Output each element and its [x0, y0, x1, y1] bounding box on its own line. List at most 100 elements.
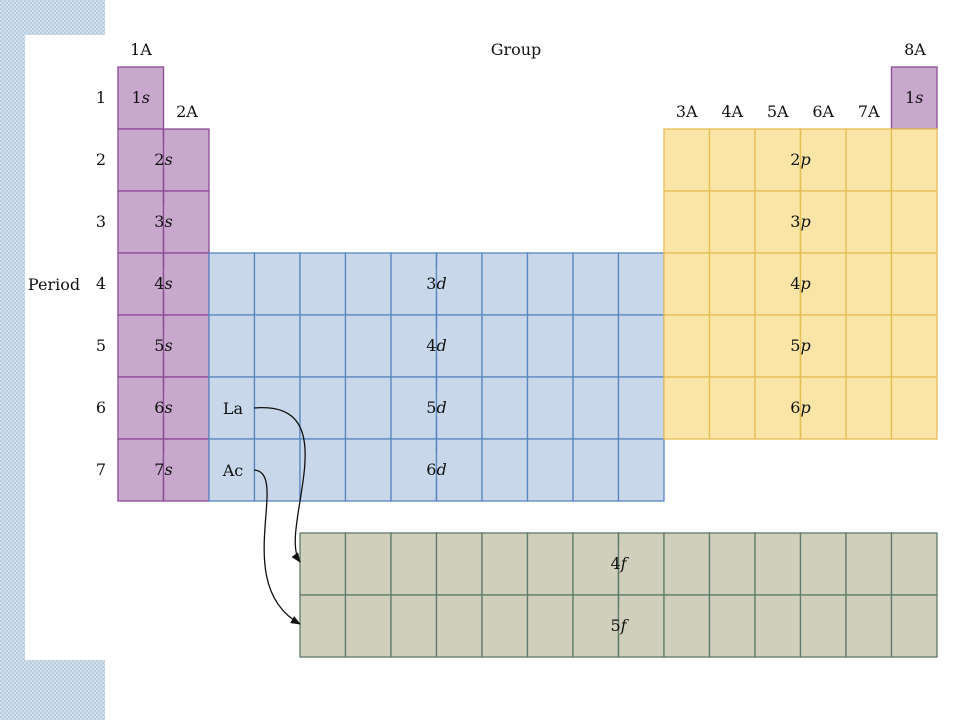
d-orbital-label: 3d — [426, 274, 446, 293]
d-cell — [208, 252, 256, 316]
f-cell — [663, 532, 711, 596]
d-cell — [299, 314, 347, 378]
d-cell — [526, 438, 574, 502]
d-cell — [481, 438, 529, 502]
s-cell — [162, 252, 210, 316]
p-group-label: 5A — [767, 102, 789, 121]
d-cell — [299, 252, 347, 316]
f-cell — [390, 594, 438, 658]
p-cell — [663, 128, 711, 192]
d-cell — [572, 376, 620, 440]
p-orbital-label: 5p — [790, 336, 810, 355]
s-cell — [117, 252, 165, 316]
d-cell — [253, 252, 301, 316]
p-cell — [663, 376, 711, 440]
d-orbital-label: 4d — [426, 336, 446, 355]
d-cell — [526, 252, 574, 316]
d-cell — [617, 376, 665, 440]
s-orbital-label: 7s — [154, 460, 172, 479]
d-cell — [344, 376, 392, 440]
d-cell — [617, 314, 665, 378]
f-cell — [481, 594, 529, 658]
s-cell — [117, 376, 165, 440]
d-cell — [299, 438, 347, 502]
s-block — [117, 66, 938, 502]
d-cell — [617, 438, 665, 502]
p-cell — [890, 376, 938, 440]
p-cell — [890, 190, 938, 254]
d-orbital-label: 6d — [426, 460, 446, 479]
d-cell — [208, 314, 256, 378]
s-orbital-label: 2s — [154, 150, 172, 169]
p-cell — [845, 376, 893, 440]
s-orbital-label: 5s — [154, 336, 172, 355]
d-cell — [526, 376, 574, 440]
p-cell — [754, 314, 802, 378]
p-cell — [845, 252, 893, 316]
p-cell — [708, 252, 756, 316]
f-cell — [344, 594, 392, 658]
s-orbital-label: 1s — [132, 88, 150, 107]
f-cell — [572, 594, 620, 658]
p-orbital-label: 2p — [790, 150, 810, 169]
p-cell — [708, 190, 756, 254]
f-cell — [617, 594, 665, 658]
d-cell — [208, 438, 256, 502]
f-cell — [890, 594, 938, 658]
p-group-label: 3A — [676, 102, 698, 121]
f-cell — [890, 532, 938, 596]
s-orbital-label: 4s — [154, 274, 172, 293]
f-cell — [344, 532, 392, 596]
d-block — [208, 252, 665, 502]
f-cell — [299, 594, 347, 658]
group-2a-label: 2A — [176, 102, 198, 121]
d-cell — [526, 314, 574, 378]
d-cell — [481, 314, 529, 378]
s-cell — [162, 128, 210, 192]
f-cell — [390, 532, 438, 596]
s-cell-helium — [890, 66, 938, 130]
s-cell — [117, 314, 165, 378]
d-cell — [344, 438, 392, 502]
f-cell — [435, 594, 483, 658]
f-cell — [754, 594, 802, 658]
f-cell — [708, 532, 756, 596]
f-cell — [526, 532, 574, 596]
p-orbital-label: 4p — [790, 274, 810, 293]
p-cell — [708, 128, 756, 192]
p-cell — [799, 314, 847, 378]
p-group-label: 6A — [812, 102, 834, 121]
d-cell — [344, 252, 392, 316]
d-cell — [572, 314, 620, 378]
p-cell — [708, 314, 756, 378]
p-cell — [663, 314, 711, 378]
p-cell — [845, 128, 893, 192]
p-cell — [890, 314, 938, 378]
period-number-label: 7 — [96, 460, 106, 479]
p-cell — [799, 376, 847, 440]
d-cell — [299, 376, 347, 440]
p-cell — [890, 252, 938, 316]
d-cell — [253, 314, 301, 378]
f-cell — [526, 594, 574, 658]
s-cell — [117, 438, 165, 502]
f-block — [299, 532, 938, 658]
group-header: Group — [491, 40, 542, 59]
d-cell — [208, 376, 256, 440]
d-cell — [435, 314, 483, 378]
period-number-label: 3 — [96, 212, 106, 231]
s-orbital-label: 6s — [154, 398, 172, 417]
d-orbital-label: 5d — [426, 398, 446, 417]
period-number-label: 2 — [96, 150, 106, 169]
s-cell — [162, 438, 210, 502]
f-cell — [481, 532, 529, 596]
f-cell — [299, 532, 347, 596]
period-number-label: 1 — [96, 88, 106, 107]
p-block — [663, 128, 938, 440]
d-cell — [481, 376, 529, 440]
p-cell — [754, 190, 802, 254]
